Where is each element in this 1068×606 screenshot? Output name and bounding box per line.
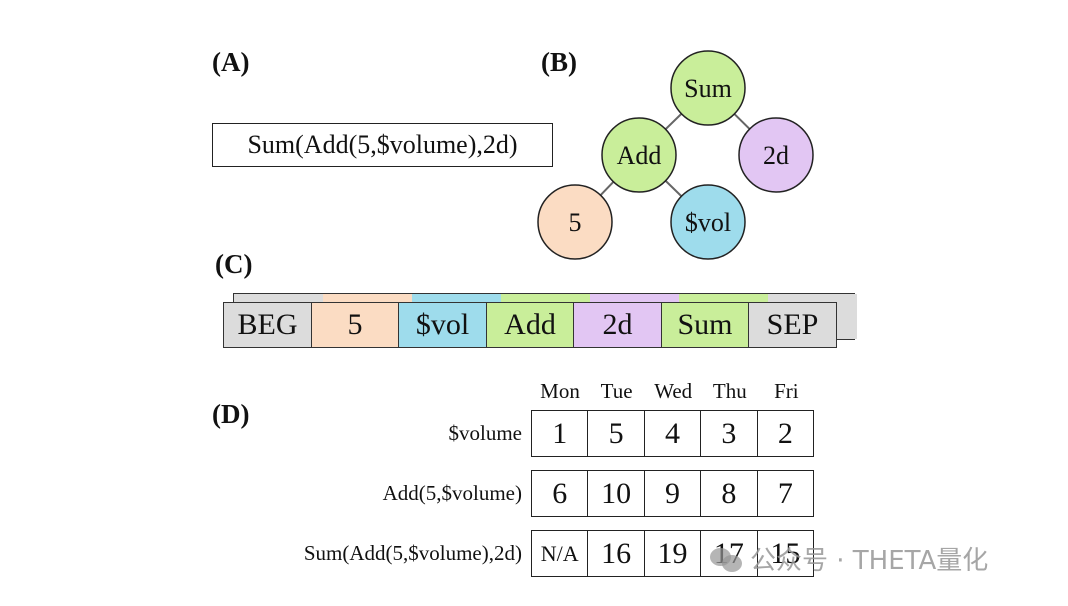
table-cell: 3: [700, 411, 756, 456]
tree-node-label: 2d: [763, 141, 789, 170]
tree-node-circle: [670, 184, 746, 260]
table-cell: N/A: [540, 540, 579, 566]
tree-node-sum: Sum: [670, 50, 746, 126]
tree-edge-sum-add: [664, 113, 683, 130]
table-cell: 1: [552, 416, 568, 450]
day-header: Tue: [600, 379, 633, 403]
tree-node-circle: [738, 117, 814, 193]
day-header: Wed: [654, 379, 693, 403]
panel-label-a: (A): [212, 47, 250, 77]
token-0: BEG: [223, 302, 312, 348]
formula-box: Sum(Add(5,$volume),2d): [212, 123, 553, 167]
table-cell: 6: [552, 476, 568, 510]
table-row-label: Sum(Add(5,$volume),2d): [303, 541, 522, 565]
tree-node-five: 5: [537, 184, 613, 260]
panel-label-c: (C): [215, 249, 253, 279]
token-2: $vol: [398, 302, 487, 348]
tree-edge-add-five: [599, 181, 615, 196]
table-cell: 8: [700, 471, 756, 516]
watermark: 公众号 · THETA量化: [710, 540, 988, 577]
day-header: Fri: [774, 379, 799, 403]
table-cell: 16: [587, 531, 643, 576]
watermark-text: 公众号 · THETA量化: [750, 546, 989, 576]
tree-node-twod: 2d: [738, 117, 814, 193]
tree-edge-sum-twod: [733, 113, 751, 130]
tree-node-circle: [601, 117, 677, 193]
tree-node-vol: $vol: [670, 184, 746, 260]
table-cell: 7: [756, 471, 813, 516]
wechat-icon: [710, 544, 744, 574]
panel-label-b: (B): [541, 47, 577, 77]
table-cell: 9: [643, 471, 700, 516]
tree-node-circle: [670, 50, 746, 126]
token-4: 2d: [573, 302, 662, 348]
token-5: Sum: [660, 302, 750, 348]
day-header: Thu: [712, 379, 747, 403]
token-6: SEP: [748, 302, 837, 348]
table-cell: 19: [643, 531, 700, 576]
day-header: Mon: [540, 379, 580, 403]
tree-node-add: Add: [601, 117, 677, 193]
table-cell: 2: [756, 411, 813, 456]
token-1: 5: [310, 302, 400, 348]
table-cell: 10: [587, 471, 643, 516]
table-row-label: $volume: [448, 421, 523, 445]
panel-label-d: (D): [212, 399, 250, 429]
table-row-label: Add(5,$volume): [382, 481, 522, 505]
tree-node-label: 5: [569, 208, 582, 237]
token-3: Add: [485, 302, 575, 348]
table-cell: 15: [756, 531, 813, 576]
table-cell: 4: [643, 411, 700, 456]
tree-node-label: Add: [617, 141, 662, 170]
tree-edge-add-vol: [664, 180, 683, 197]
tree-node-circle: [537, 184, 613, 260]
tree-node-label: $vol: [685, 208, 731, 237]
table-cell: 5: [587, 411, 643, 456]
tree-node-label: Sum: [684, 74, 732, 103]
